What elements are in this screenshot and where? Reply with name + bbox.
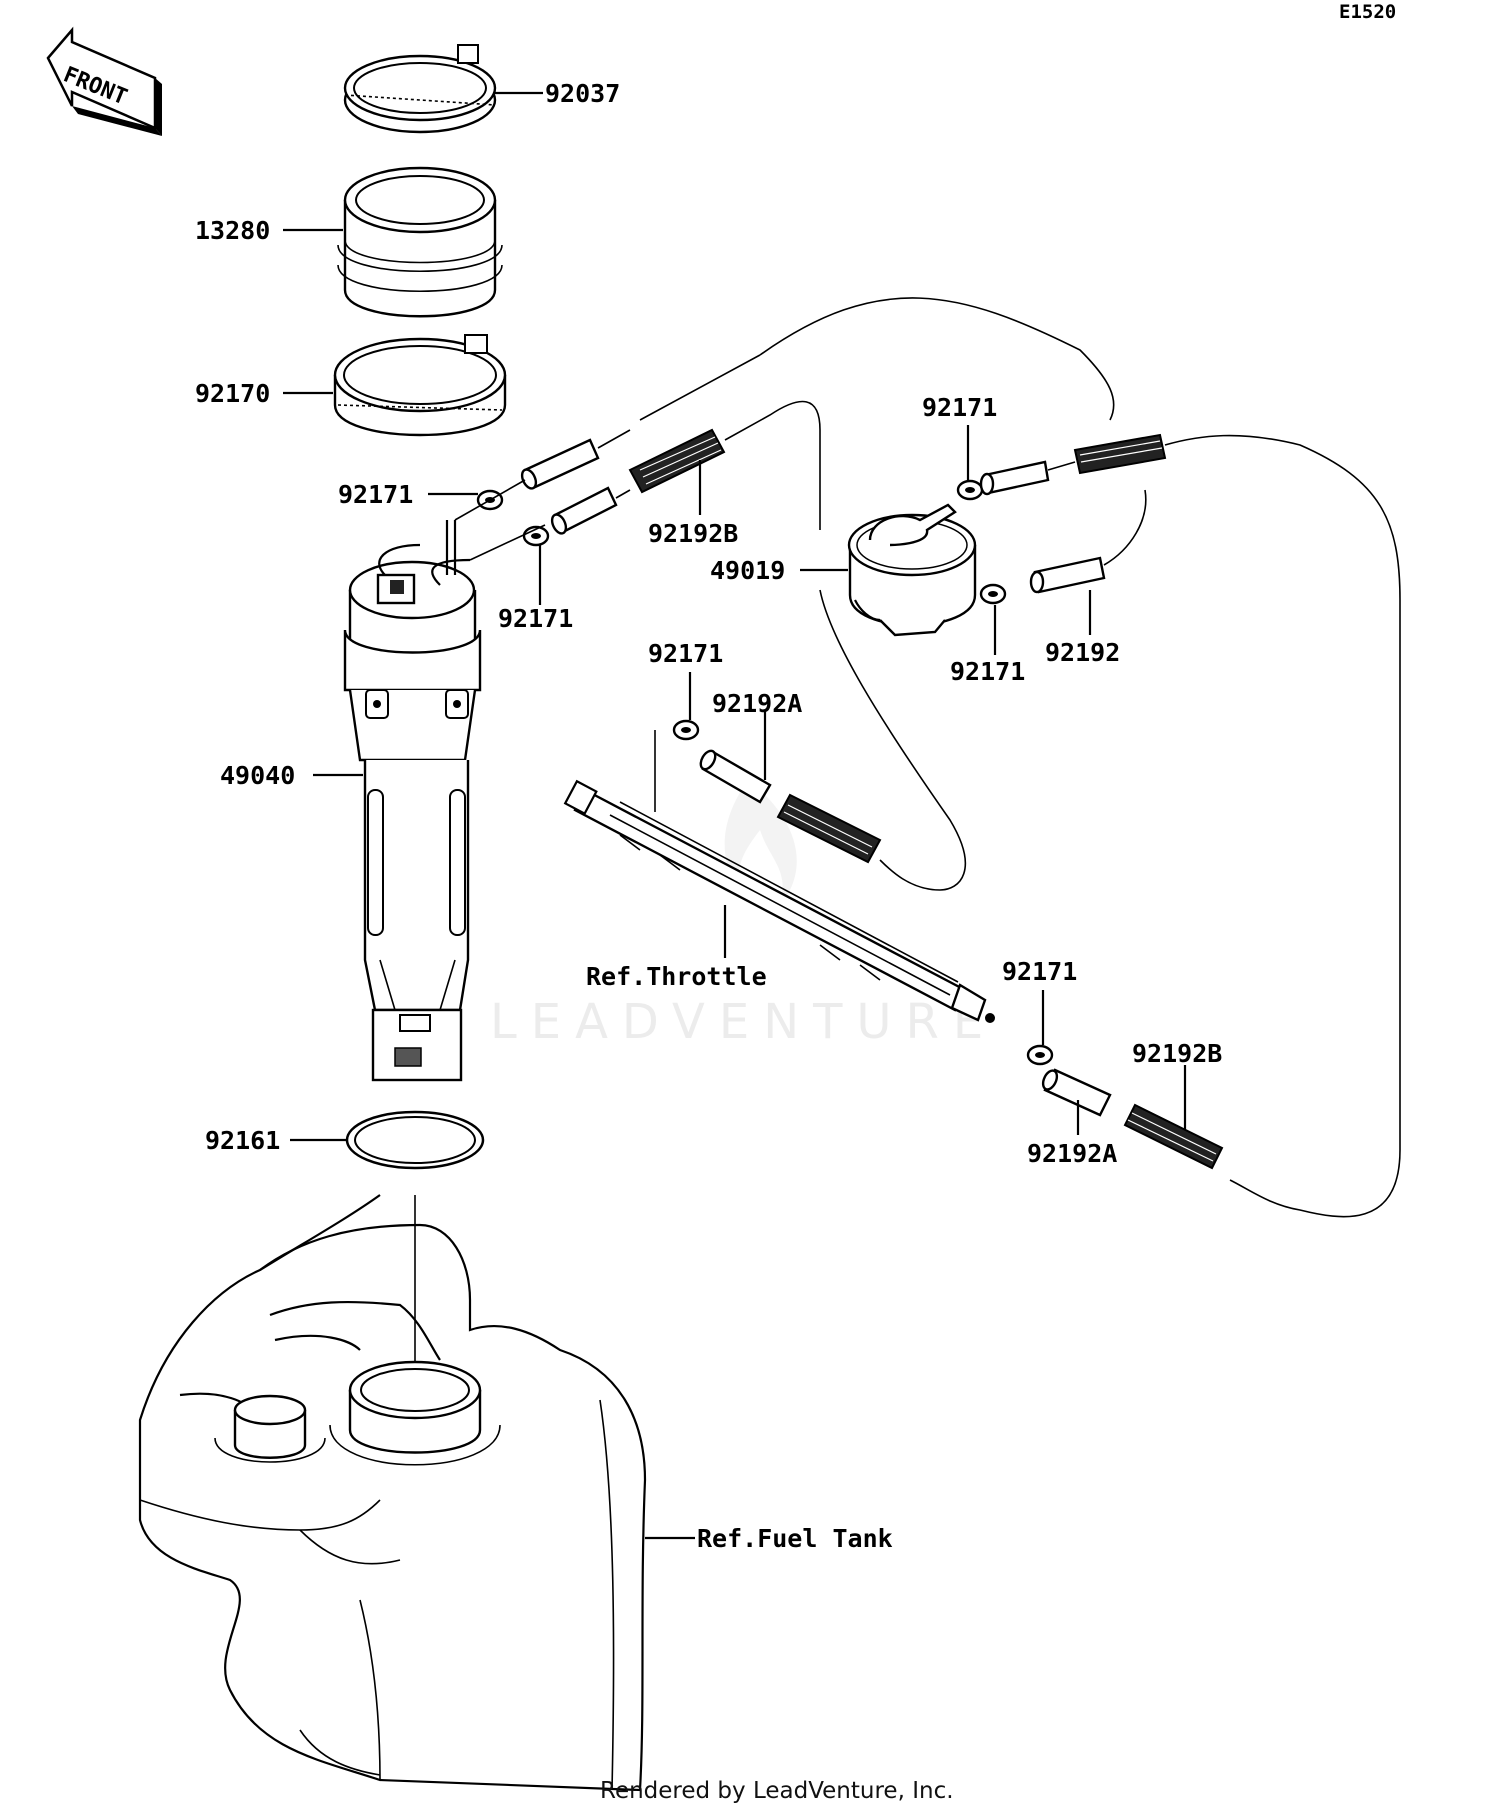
- ref-throttle-label: Ref.Throttle: [586, 962, 767, 991]
- label-13280: 13280: [195, 216, 270, 245]
- spring-92192B-a: [628, 428, 726, 494]
- label-92171-b: 92171: [498, 604, 573, 633]
- clamp-92170: [333, 334, 507, 437]
- front-arrow-icon: FRONT: [46, 26, 162, 136]
- label-92171-f: 92171: [1002, 957, 1077, 986]
- hose-92192: [1029, 556, 1106, 594]
- hose-upper-right: [979, 460, 1050, 496]
- clip-92171-c: [956, 479, 984, 501]
- hose-92192A-a: [699, 749, 772, 804]
- label-92161: 92161: [205, 1126, 280, 1155]
- label-92170: 92170: [195, 379, 270, 408]
- label-92192B-a: 92192B: [648, 519, 738, 548]
- hose-short-upper: [520, 438, 600, 490]
- clip-92171-f: [1026, 1044, 1054, 1066]
- clip-92171-d: [979, 583, 1007, 605]
- clip-92171-e: [672, 719, 700, 741]
- diagram-code: E1520: [1339, 1, 1396, 23]
- spring-92192A-a: [776, 793, 882, 864]
- label-92037: 92037: [545, 79, 620, 108]
- clamp-92037: [343, 44, 497, 134]
- label-92192A-b: 92192A: [1027, 1139, 1117, 1168]
- spring-92192B-b: [1123, 1103, 1224, 1170]
- throttle-shaft: [563, 730, 995, 1023]
- label-92171-e: 92171: [648, 639, 723, 668]
- label-92171-d: 92171: [950, 657, 1025, 686]
- gasket-92161: [345, 1110, 485, 1170]
- footer-text: Rendered by LeadVenture, Inc.: [600, 1778, 954, 1804]
- hose-92192A-b: [1041, 1068, 1112, 1117]
- label-92192B-b: 92192B: [1132, 1039, 1222, 1068]
- label-49019: 49019: [710, 556, 785, 585]
- spring-upper-right: [1073, 433, 1167, 475]
- label-49040: 49040: [220, 761, 295, 790]
- watermark-logo-icon: [724, 780, 797, 905]
- watermark-text: LEADVENTURE: [490, 994, 997, 1050]
- label-92171-a: 92171: [338, 480, 413, 509]
- fuel-pump-49040: [343, 520, 482, 1082]
- fuel-filter-49019: [847, 503, 977, 637]
- hose-short-lower: [550, 486, 618, 535]
- boot-13280: [337, 166, 503, 318]
- fuel-tank: [138, 1194, 647, 1792]
- label-92171-c: 92171: [922, 393, 997, 422]
- ref-fuel-tank-label: Ref.Fuel Tank: [697, 1524, 893, 1553]
- label-92192A-a: 92192A: [712, 689, 802, 718]
- label-92192: 92192: [1045, 638, 1120, 667]
